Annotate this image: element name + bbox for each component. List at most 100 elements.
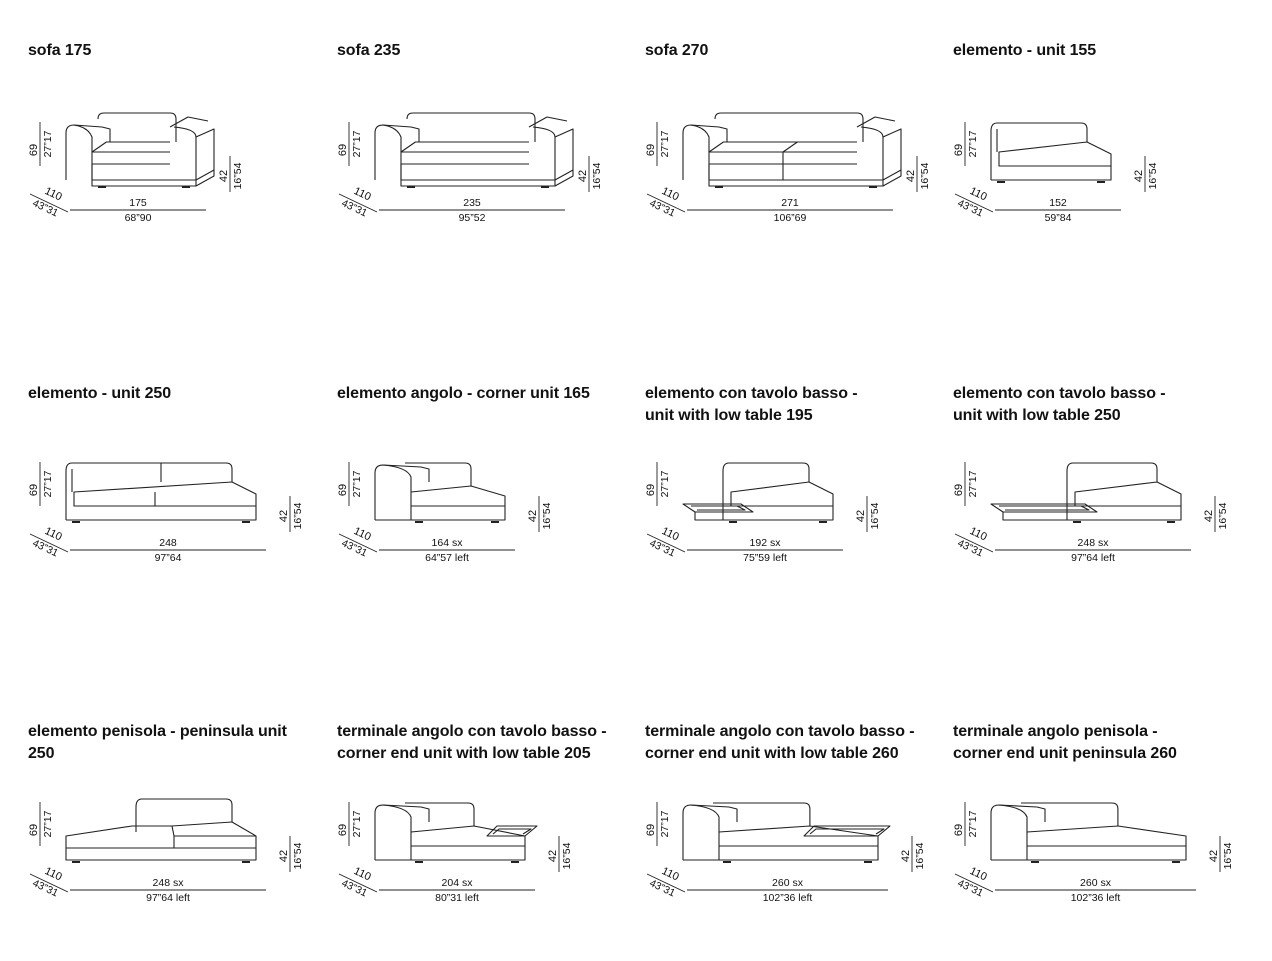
back-block	[722, 462, 810, 520]
product-title-line: elemento angolo - corner unit 165	[337, 385, 590, 402]
sofa-foot	[1073, 521, 1081, 523]
seat-height-in: 16”54	[591, 162, 603, 189]
left-arm-front	[382, 804, 412, 860]
product-cell: elemento con tavolo basso -unit with low…	[645, 383, 945, 623]
right-arm-side	[554, 128, 574, 170]
product-title: terminale angolo penisola -corner end un…	[953, 721, 1248, 765]
product-title-line: unit with low table 195	[645, 407, 813, 424]
product-cell: elemento con tavolo basso - unit with low…	[953, 383, 1253, 623]
depth-dimension-line	[338, 533, 378, 553]
sofa-drawing	[65, 462, 257, 523]
left-arm	[990, 804, 1046, 860]
sofa-drawing	[682, 802, 891, 863]
height-in: 27”17	[967, 130, 979, 157]
sofa-foot	[541, 186, 549, 188]
seat-top	[400, 141, 529, 153]
width-in: 75”59 left	[743, 552, 787, 564]
depth-dimension-line	[646, 533, 686, 553]
unit-base	[65, 848, 257, 861]
back-block	[713, 802, 811, 826]
seat-height-cm: 42	[527, 510, 539, 522]
depth-cm: 110	[352, 865, 373, 883]
product-title: terminale angolo con tavolo basso -corne…	[337, 721, 632, 765]
seat-height-in: 16”54	[919, 162, 931, 189]
width-cm: 271	[781, 197, 799, 209]
sofa-base-side	[554, 169, 574, 187]
right-arm-front	[532, 126, 556, 180]
seat-split	[154, 463, 162, 506]
height-in: 27”17	[659, 130, 671, 157]
seat-cushion	[73, 481, 257, 507]
seat-height-cm: 42	[278, 510, 290, 522]
sofa-foot	[1097, 181, 1105, 183]
seat-height-in: 16”54	[292, 842, 304, 869]
width-cm: 235	[463, 197, 481, 209]
sofa-foot	[98, 186, 106, 188]
depth-cm: 110	[660, 185, 681, 203]
seat-height-in: 16”54	[541, 502, 553, 529]
seat-cushion	[1026, 825, 1187, 847]
low-table	[682, 503, 754, 513]
sofa-drawing	[682, 462, 834, 523]
product-title-line: unit with low table 250	[953, 407, 1121, 424]
width-in: 68”90	[125, 212, 152, 224]
back-block	[405, 802, 475, 826]
depth-dimension-line	[338, 873, 378, 893]
left-arm-front	[382, 464, 412, 520]
depth-dimension-line	[646, 193, 686, 213]
sofa-foot	[242, 861, 250, 863]
width-cm: 175	[129, 197, 147, 209]
height-cm: 69	[953, 144, 965, 156]
low-table-inset	[999, 505, 1090, 511]
low-table	[803, 825, 891, 837]
left-arm	[374, 804, 430, 860]
product-title-line: sofa 270	[645, 42, 709, 59]
seat-cushion	[400, 151, 529, 180]
left-arm-front	[73, 124, 93, 180]
sofa-foot	[491, 521, 499, 523]
back-block	[65, 462, 233, 520]
sofa-drawing	[65, 112, 215, 188]
product-title: sofa 175	[28, 40, 323, 62]
seat-cushion	[410, 485, 506, 507]
sofa-foot	[869, 186, 877, 188]
height-in: 27”17	[659, 470, 671, 497]
seat-height-cm: 42	[1208, 850, 1220, 862]
product-title: elemento angolo - corner unit 165	[337, 383, 632, 405]
seat-height-in: 16”54	[869, 502, 881, 529]
sofa-base	[400, 179, 556, 187]
height-cm: 69	[645, 824, 657, 836]
seat-cushion	[730, 481, 834, 507]
height-in: 27”17	[351, 130, 363, 157]
unit-base	[991, 846, 1187, 861]
sofa-foot	[819, 521, 827, 523]
left-arm-front	[690, 804, 720, 860]
product-title-line: elemento con tavolo basso -	[953, 385, 1166, 402]
depth-cm: 110	[968, 525, 989, 543]
sofa-foot	[864, 861, 872, 863]
sofa-foot	[72, 861, 80, 863]
width-cm: 248 sx	[1078, 537, 1110, 549]
product-title-line: elemento - unit 155	[953, 42, 1097, 59]
left-arm	[374, 464, 430, 520]
low-table-inset	[809, 828, 885, 835]
sofa-foot	[729, 521, 737, 523]
sofa-foot	[1031, 861, 1039, 863]
sofa-foot	[997, 181, 1005, 183]
sofa-foot	[407, 186, 415, 188]
product-title-line: terminale angolo con tavolo basso -	[337, 723, 607, 740]
sofa-drawing	[682, 112, 902, 188]
seat-top	[708, 141, 857, 153]
depth-cm: 110	[352, 185, 373, 203]
product-title: elemento con tavolo basso -unit with low…	[645, 383, 940, 427]
depth-cm: 110	[43, 865, 64, 883]
product-title-line: elemento - unit 250	[28, 385, 172, 402]
width-in: 106”69	[774, 212, 807, 224]
sofa-foot	[72, 521, 80, 523]
height-cm: 69	[953, 484, 965, 496]
